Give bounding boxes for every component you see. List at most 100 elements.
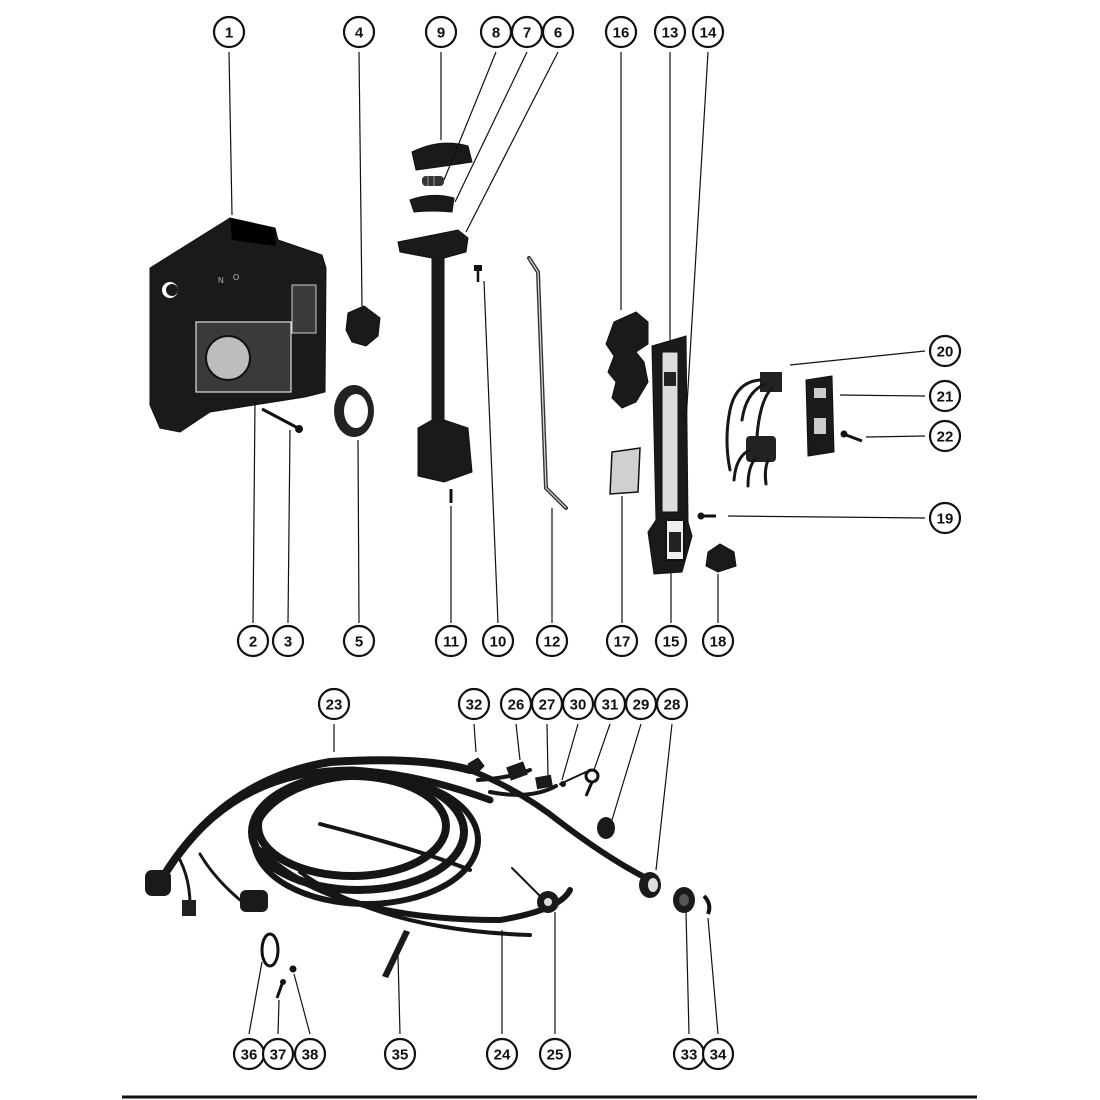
callout-28: 28: [655, 687, 689, 721]
leader-line-10: [483, 280, 499, 624]
callout-number: 33: [681, 1047, 698, 1064]
callout-21: 21: [928, 379, 962, 413]
leader-line-37: [277, 999, 280, 1035]
callout-circle: [654, 624, 688, 658]
leader-line-36: [248, 961, 263, 1035]
leader-line-22: [865, 435, 926, 438]
callout-circle: [604, 15, 638, 49]
leader-line-3: [287, 429, 291, 624]
callout-16: 16: [604, 15, 638, 49]
callout-circle: [928, 419, 962, 453]
callout-circle: [481, 624, 515, 658]
callout-number: 15: [663, 634, 680, 651]
callout-25: 25: [538, 1037, 572, 1071]
callout-circle: [261, 1037, 295, 1071]
callout-circle: [236, 624, 270, 658]
callout-number: 35: [392, 1047, 409, 1064]
callout-circle: [383, 1037, 417, 1071]
callout-number: 6: [554, 25, 562, 42]
handle-lever-part-6: [397, 229, 473, 483]
washer-part-34: [702, 894, 712, 915]
callout-circle: [561, 687, 595, 721]
leader-lines: [228, 51, 926, 1035]
callout-4: 4: [342, 15, 376, 49]
knob-part-4: [345, 305, 381, 347]
callout-number: 4: [355, 25, 364, 42]
clip-ring-part-36: [260, 932, 280, 968]
callout-circle: [342, 624, 376, 658]
callout-circle: [928, 379, 962, 413]
callout-number: 32: [466, 697, 483, 714]
clip-part-32: [467, 757, 485, 775]
leader-line-14: [685, 51, 709, 423]
terminal-part-30: [559, 771, 587, 787]
leader-line-33: [685, 911, 690, 1035]
callout-number: 17: [614, 634, 631, 651]
callout-number: 38: [302, 1047, 319, 1064]
ball-part-38: [289, 965, 297, 973]
callout-32: 32: [457, 687, 491, 721]
callout-number: 9: [437, 25, 445, 42]
callout-number: 31: [602, 697, 619, 714]
callout-33: 33: [672, 1037, 706, 1071]
spring-part-8: [422, 176, 444, 186]
callout-number: 25: [547, 1047, 564, 1064]
leader-line-4: [358, 51, 363, 307]
callout-number: 28: [664, 697, 681, 714]
callout-5: 5: [342, 624, 376, 658]
callout-number: 21: [937, 389, 954, 406]
svg-text:O: O: [233, 273, 239, 282]
screw-part-37: [275, 979, 286, 999]
leader-line-7: [454, 51, 528, 203]
callout-circle: [317, 687, 351, 721]
callout-number: 23: [326, 697, 343, 714]
callout-circle: [701, 624, 735, 658]
callout-circle: [653, 15, 687, 49]
svg-text:N: N: [218, 276, 224, 285]
callout-circle: [485, 1037, 519, 1071]
leader-line-29: [611, 723, 642, 821]
callout-circle: [271, 624, 305, 658]
bracket-part-16: [605, 311, 649, 409]
callout-number: 34: [710, 1047, 727, 1064]
knob-part-18: [705, 543, 737, 573]
callout-24: 24: [485, 1037, 519, 1071]
callout-number: 18: [710, 634, 727, 651]
callout-number: 30: [570, 697, 587, 714]
callout-14: 14: [691, 15, 725, 49]
callout-number: 12: [544, 634, 561, 651]
grip-part-9: [411, 142, 473, 171]
callout-13: 13: [653, 15, 687, 49]
callout-9: 9: [424, 15, 458, 49]
callout-circle: [212, 15, 246, 49]
screw-part-19: [697, 512, 716, 520]
callout-12: 12: [535, 624, 569, 658]
callout-2: 2: [236, 624, 270, 658]
callout-17: 17: [605, 624, 639, 658]
callout-circle: [593, 687, 627, 721]
switch-plate-part-21: [805, 375, 835, 457]
callout-number: 7: [523, 25, 531, 42]
leader-line-26: [515, 723, 521, 761]
callout-number: 27: [539, 697, 556, 714]
callout-circle: [928, 501, 962, 535]
callout-circle: [479, 15, 513, 49]
leader-line-30: [561, 723, 579, 781]
leader-line-21: [839, 394, 926, 397]
control-housing-part: N O: [149, 217, 327, 433]
callout-number: 20: [937, 344, 954, 361]
callout-38: 38: [293, 1037, 327, 1071]
switch-part-20: [725, 372, 782, 488]
leader-line-2: [252, 401, 256, 624]
screw-part-3: [261, 407, 303, 433]
leader-line-6: [465, 51, 559, 233]
callout-circle: [928, 334, 962, 368]
leader-line-8: [443, 51, 497, 181]
callout-31: 31: [593, 687, 627, 721]
leader-line-27: [546, 723, 549, 777]
callout-circle: [538, 1037, 572, 1071]
callout-number: 36: [241, 1047, 258, 1064]
terminal-part-31: [584, 768, 600, 797]
screw-part-22: [840, 430, 863, 443]
ring-part-5: [334, 385, 374, 437]
